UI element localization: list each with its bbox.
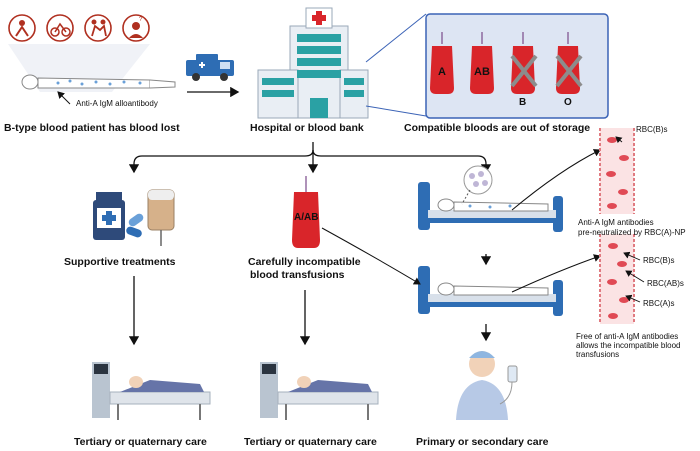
blood-bag-b-unavailable (510, 32, 538, 94)
vessel2-note-line1: Free of anti-A IgM antibodies (576, 332, 679, 341)
lying-patient-figure (21, 74, 176, 90)
icu-bed-left (92, 362, 211, 420)
bag-b-label: B (519, 97, 527, 108)
rbc-b-pointer-1 (615, 136, 623, 144)
vessel2-rbc-ab-label: RBC(AB)s (647, 279, 684, 288)
outcome-supportive: Tertiary or quaternary care (74, 436, 207, 448)
nanoparticle-zoom-icon (461, 165, 493, 205)
outcome-incompatible: Tertiary or quaternary care (244, 436, 377, 448)
medicine-bottle-icon (93, 192, 125, 240)
vessel2-note-line3: transfusions (576, 350, 620, 359)
rbc-ab-pointer (625, 270, 645, 283)
storage-caption: Compatible bloods are out of storage (404, 122, 591, 134)
vessel1-note-line1: Anti-A IgM antibodies (578, 218, 654, 227)
zoom-arrow-bottom (511, 254, 601, 293)
antibody-label: Anti-A IgM alloantibody (76, 99, 158, 108)
antibody-pointer-arrow (57, 91, 71, 105)
accident-icons: ? (8, 14, 150, 42)
rbc-a-pointer (625, 294, 641, 303)
supportive-caption: Supportive treatments (64, 256, 176, 268)
icu-bed-center (260, 362, 379, 420)
ambulance-icon (186, 54, 234, 81)
vessel1-rbc-b-label: RBC(B)s (636, 125, 668, 134)
patient-caption: B-type blood patient has blood lost (4, 122, 180, 134)
blood-bag-o-unavailable (555, 32, 583, 94)
branch-arrows (128, 142, 492, 174)
hospital-bed-transfused (418, 266, 563, 316)
vessel2-rbc-a-label: RBC(A)s (643, 299, 675, 308)
bag-ab-label: AB (474, 66, 490, 78)
cross-icon (510, 54, 538, 88)
hospital-bed-treated (418, 182, 563, 232)
vessel1-note-line2: pre-neutralized by RBC(A)-NP (578, 228, 686, 237)
recovering-patient-figure (456, 351, 518, 420)
incompatible-caption-line2: blood transfusions (250, 269, 345, 281)
cross-icon (555, 54, 583, 88)
iv-bag-icon (147, 189, 175, 246)
zoom-arrow-top (511, 149, 601, 211)
incompatible-caption-line1: Carefully incompatible (248, 256, 361, 268)
blood-vessel-2 (599, 234, 635, 324)
blood-vessel-1 (599, 128, 635, 214)
callout-line-top (365, 13, 427, 63)
rbc-b-pointer-2 (623, 251, 641, 261)
transfusion-arrow (321, 227, 421, 285)
hospital-caption: Hospital or blood bank (250, 122, 364, 134)
hospital-icon (257, 7, 369, 119)
bag-a-ab-label: A/AB (294, 212, 319, 223)
blood-bag-a (430, 32, 454, 94)
svg-text:?: ? (139, 17, 143, 23)
pills-icon (126, 213, 144, 238)
blood-bag-a-ab (292, 176, 320, 248)
blood-bag-ab (470, 32, 494, 94)
callout-line-bottom (365, 105, 427, 117)
bag-o-label: O (564, 97, 572, 108)
vessel2-rbc-b-label: RBC(B)s (643, 256, 675, 265)
bag-a-label: A (438, 66, 446, 78)
vessel2-note-line2: allows the incompatible blood (576, 341, 681, 350)
outcome-neutralized: Primary or secondary care (416, 436, 549, 448)
